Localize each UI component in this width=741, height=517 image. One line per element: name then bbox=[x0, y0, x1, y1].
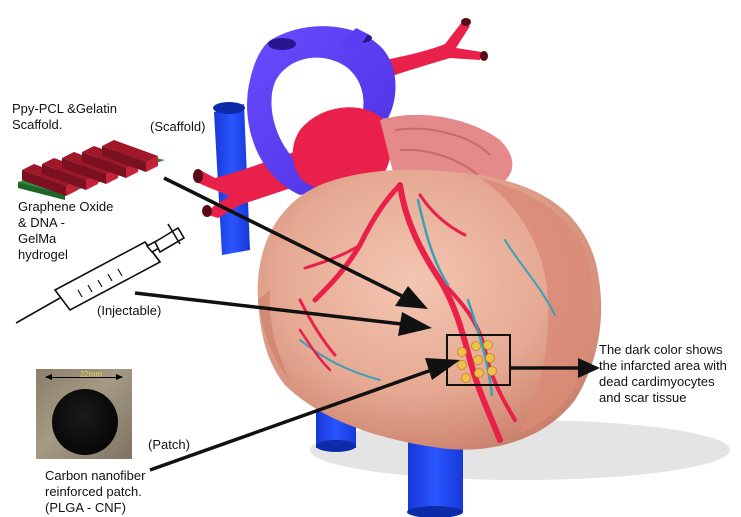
aortic-branches bbox=[385, 18, 488, 76]
patch-tag-label: (Patch) bbox=[148, 437, 190, 453]
patch-photo: 22mm bbox=[36, 369, 132, 459]
patch-material-label: Carbon nanofiber reinforced patch. (PLGA… bbox=[45, 468, 145, 516]
carbon-patch-sample bbox=[52, 389, 118, 455]
infarct-note-label: The dark color shows the infarcted area … bbox=[599, 342, 727, 406]
ventricles bbox=[258, 170, 601, 450]
scaffold-tag-label: (Scaffold) bbox=[150, 119, 205, 135]
hydrogel-material-label: Graphene Oxide & DNA - GelMa hydrogel bbox=[18, 199, 113, 263]
scaffold-illustration bbox=[18, 140, 165, 200]
scaffold-material-label: Ppy-PCL &Gelatin Scaffold. bbox=[12, 101, 117, 133]
injectable-tag-label: (Injectable) bbox=[97, 303, 161, 319]
scale-label: 22mm bbox=[80, 370, 102, 379]
